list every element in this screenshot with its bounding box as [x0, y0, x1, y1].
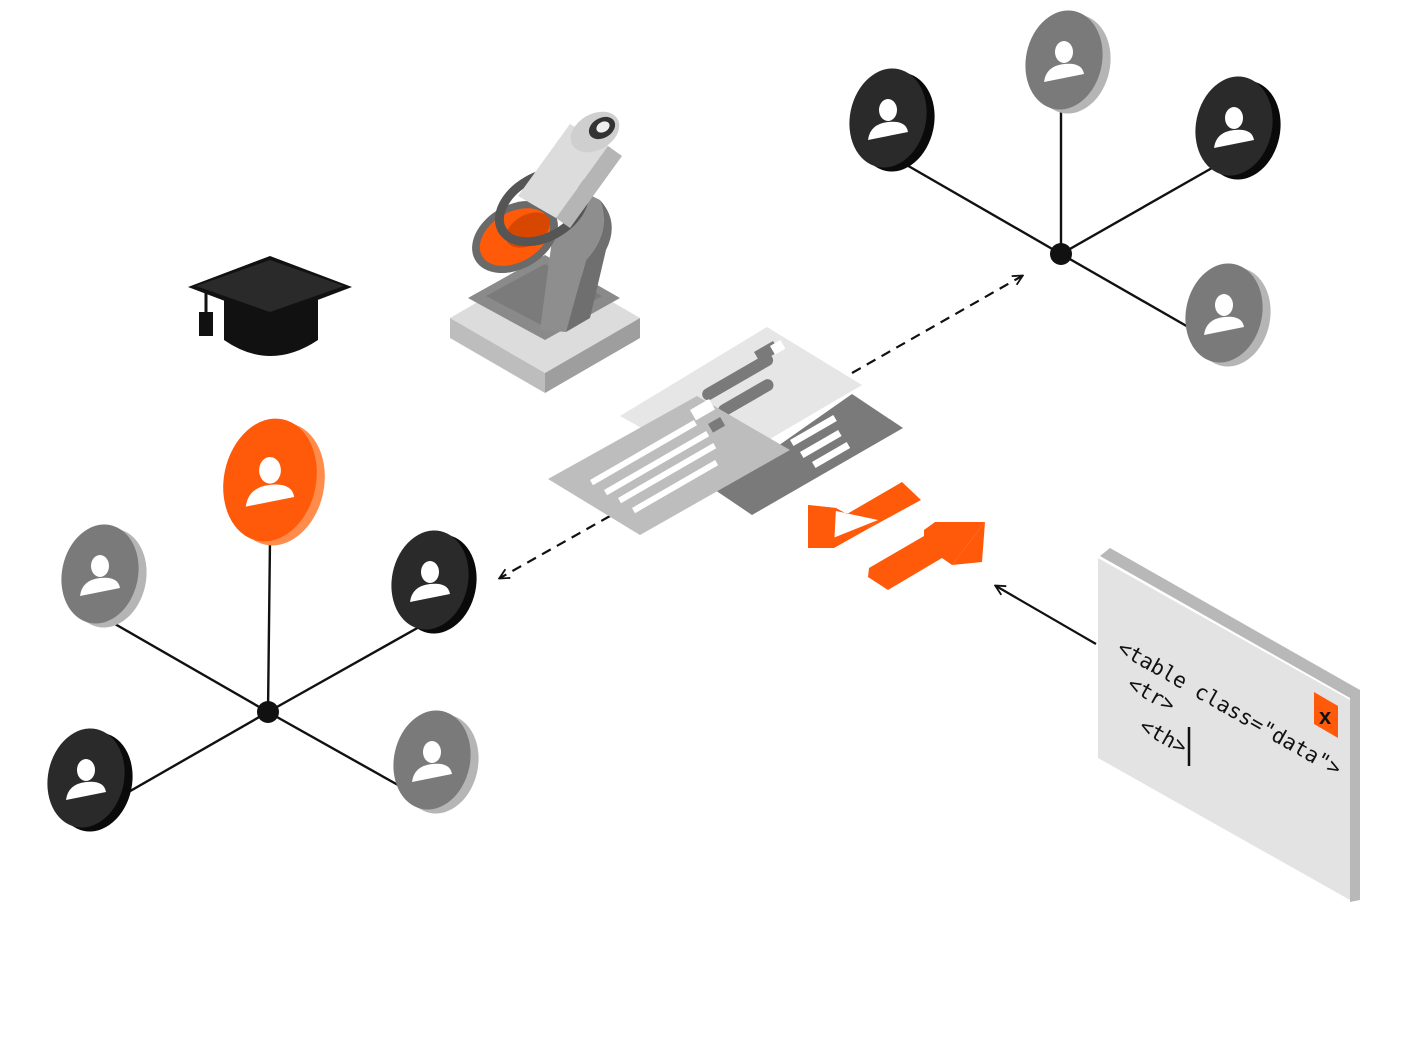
document-lines	[590, 399, 726, 514]
microscope-icon	[450, 111, 640, 393]
user-icon	[80, 555, 120, 596]
edge	[1060, 252, 1191, 330]
dashed-arrow-to-right-network	[851, 276, 1022, 374]
person-node	[47, 728, 133, 832]
person-node	[849, 68, 935, 172]
person-node	[223, 418, 325, 546]
user-icon	[245, 457, 295, 507]
code-window-edge	[1100, 548, 1360, 902]
arrow-from-code-window	[996, 586, 1097, 645]
edge	[107, 618, 269, 714]
document-sheet-front	[548, 396, 790, 535]
user-icon	[868, 99, 908, 140]
user-icon	[410, 561, 450, 602]
person-node	[61, 524, 147, 628]
dashed-arrow-to-left-network	[500, 515, 611, 578]
person-node	[393, 710, 479, 814]
graduation-cap-icon	[188, 256, 352, 356]
person-node	[1185, 263, 1271, 367]
edge	[267, 710, 399, 787]
document-lines	[702, 339, 786, 417]
arrow-right-orange	[868, 522, 985, 590]
left-network-edges	[107, 539, 429, 800]
person-node	[391, 530, 477, 634]
close-icon: x	[1319, 704, 1332, 729]
documents-icon	[548, 327, 903, 535]
arrow-left-orange	[808, 482, 921, 530]
document-lines	[790, 415, 851, 469]
edge	[266, 539, 272, 713]
close-button[interactable]: x	[1314, 692, 1338, 738]
edge	[117, 710, 269, 800]
hub-node	[1050, 243, 1072, 265]
code-window-icon: <table class="data"> <tr> <th> x	[1098, 548, 1360, 902]
user-icon	[1044, 41, 1084, 82]
right-network-edges	[897, 108, 1213, 330]
right-network	[897, 108, 1213, 330]
code-window-face	[1098, 558, 1350, 900]
edge	[897, 158, 1062, 256]
left-network	[107, 539, 429, 800]
edge	[1060, 166, 1213, 256]
person-node	[1195, 76, 1281, 180]
user-icon	[66, 759, 106, 800]
person-node	[1025, 10, 1111, 114]
swap-arrows-icon	[808, 482, 985, 590]
edge	[267, 620, 429, 714]
user-icon	[1214, 107, 1254, 148]
user-icon	[412, 741, 452, 782]
user-icon	[1204, 294, 1244, 335]
hub-node	[257, 701, 279, 723]
person-nodes	[47, 10, 1281, 832]
